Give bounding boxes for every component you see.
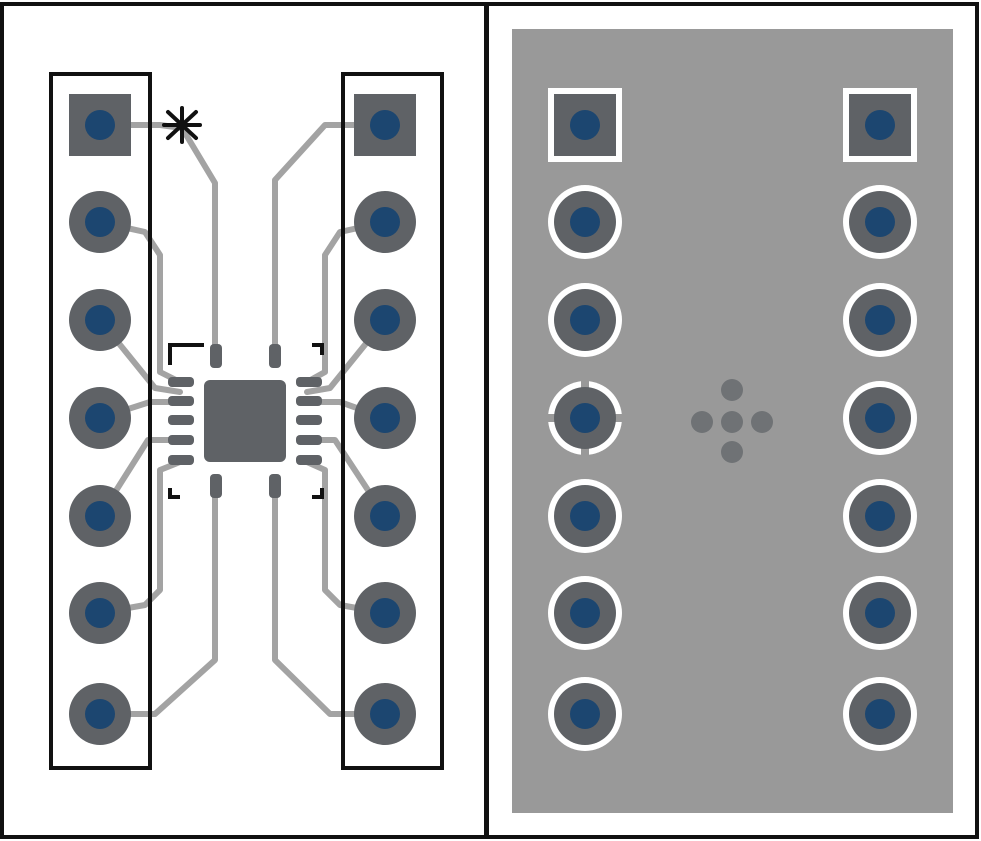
header-pad-right-5 xyxy=(354,485,416,547)
fiducial-dot-left xyxy=(691,411,713,433)
pad-hole xyxy=(85,501,115,531)
bottom-pad-right-3 xyxy=(843,283,917,357)
header-pad-right-7 xyxy=(354,683,416,745)
left-header-pads xyxy=(69,94,131,745)
bottom-pad-left-1 xyxy=(548,88,622,162)
bottom-pad-right-7 xyxy=(843,677,917,751)
pad-hole xyxy=(570,403,600,433)
ic-pad-bottom-1 xyxy=(210,474,222,498)
ic-top-pads xyxy=(210,344,281,368)
left-bottom-pads xyxy=(545,88,625,751)
ic-right-pads xyxy=(296,377,322,465)
ic-left-pads xyxy=(168,377,194,465)
header-pad-left-5 xyxy=(69,485,131,547)
bottom-pad-right-4 xyxy=(843,381,917,455)
bottom-pad-left-6 xyxy=(548,576,622,650)
bottom-pad-left-4 xyxy=(545,378,625,458)
header-pad-left-7 xyxy=(69,683,131,745)
pad-hole xyxy=(570,598,600,628)
pad-hole xyxy=(85,110,115,140)
top-layer-panel xyxy=(0,2,488,839)
pin1-asterisk-icon xyxy=(162,106,202,144)
pad-hole xyxy=(85,207,115,237)
ic-corner-tl xyxy=(168,343,204,365)
pad-hole xyxy=(570,207,600,237)
bottom-layer-panel xyxy=(485,2,979,839)
ic-corner-br xyxy=(312,488,324,499)
pad-hole xyxy=(865,598,895,628)
pad-hole xyxy=(85,598,115,628)
fiducial-dot-right xyxy=(751,411,773,433)
right-header-pads xyxy=(354,94,416,745)
bottom-pad-left-7 xyxy=(548,677,622,751)
pad-hole xyxy=(865,699,895,729)
ic-corner-tr xyxy=(312,343,324,355)
pad-hole xyxy=(865,110,895,140)
pad-hole xyxy=(570,699,600,729)
header-pad-left-6 xyxy=(69,582,131,644)
ic-pad-right-1 xyxy=(296,377,322,387)
bottom-pad-right-2 xyxy=(843,185,917,259)
header-pad-right-2 xyxy=(354,191,416,253)
ic-bottom-pads xyxy=(210,474,281,498)
pad-hole xyxy=(570,305,600,335)
fiducial-dot-top xyxy=(721,379,743,401)
ic-pad-top-2 xyxy=(269,344,281,368)
ic-pad-left-5 xyxy=(168,455,194,465)
pad-hole xyxy=(370,305,400,335)
header-pad-left-4 xyxy=(69,387,131,449)
pad-hole xyxy=(370,699,400,729)
bottom-pad-right-5 xyxy=(843,479,917,553)
right-bottom-pads xyxy=(843,88,917,751)
left-header-outline xyxy=(49,72,152,770)
pad-hole xyxy=(865,403,895,433)
ic-silkscreen xyxy=(168,343,324,499)
fiducial-dot-bottom xyxy=(721,441,743,463)
pad-hole xyxy=(370,207,400,237)
ic-pad-top-1 xyxy=(210,344,222,368)
bottom-pad-left-5 xyxy=(548,479,622,553)
right-header-outline xyxy=(341,72,444,770)
ic-footprint xyxy=(168,343,324,499)
ic-pad-right-2 xyxy=(296,396,322,406)
ic-pad-bottom-2 xyxy=(269,474,281,498)
fiducial-dot-center xyxy=(721,411,743,433)
ic-pad-left-4 xyxy=(168,435,194,445)
pad-hole xyxy=(570,501,600,531)
pad-hole xyxy=(85,305,115,335)
bottom-pad-right-1 xyxy=(843,88,917,162)
ic-pad-right-4 xyxy=(296,435,322,445)
ic-pad-left-2 xyxy=(168,396,194,406)
pad-hole xyxy=(370,501,400,531)
header-pad-left-1 xyxy=(69,94,131,156)
pad-hole xyxy=(85,699,115,729)
pad-hole xyxy=(85,403,115,433)
bottom-pad-left-2 xyxy=(548,185,622,259)
header-pad-right-6 xyxy=(354,582,416,644)
bottom-pad-right-6 xyxy=(843,576,917,650)
header-pad-right-3 xyxy=(354,289,416,351)
header-pad-left-3 xyxy=(69,289,131,351)
pad-hole xyxy=(370,110,400,140)
pad-hole xyxy=(370,598,400,628)
ic-pad-left-3 xyxy=(168,415,194,425)
ic-pad-right-5 xyxy=(296,455,322,465)
fiducial-cross-icon xyxy=(691,379,773,463)
pad-hole xyxy=(865,207,895,237)
header-pad-right-1 xyxy=(354,94,416,156)
pad-hole xyxy=(865,501,895,531)
header-pad-right-4 xyxy=(354,387,416,449)
ic-thermal-pad xyxy=(204,380,286,462)
pad-hole xyxy=(865,305,895,335)
bottom-pad-left-3 xyxy=(548,283,622,357)
ic-pad-right-3 xyxy=(296,415,322,425)
header-pad-left-2 xyxy=(69,191,131,253)
ic-pad-left-1 xyxy=(168,377,194,387)
pad-hole xyxy=(370,403,400,433)
pad-hole xyxy=(570,110,600,140)
ic-corner-bl xyxy=(168,488,180,499)
